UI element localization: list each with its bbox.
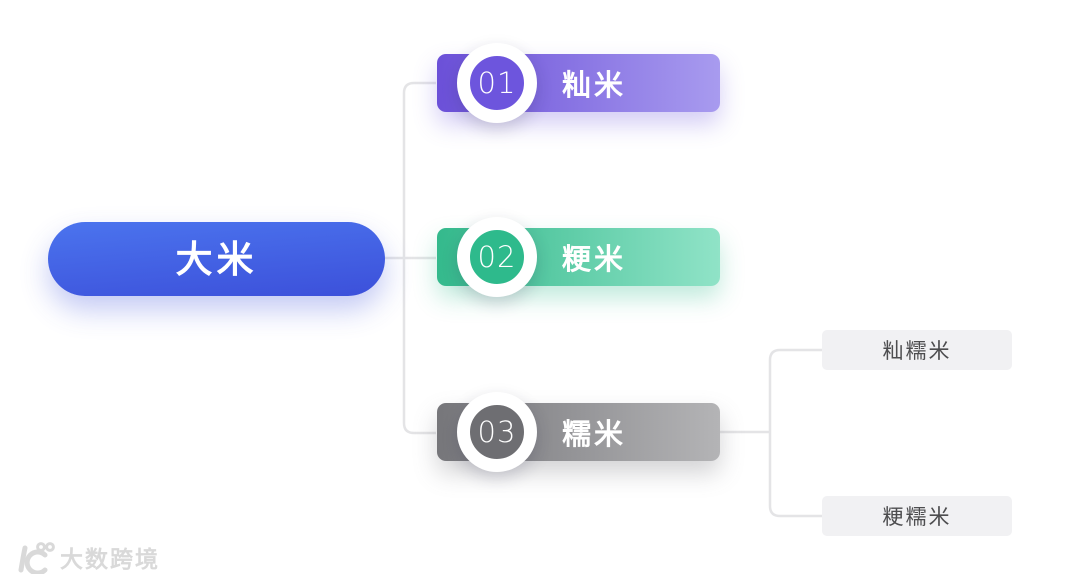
leaves-trunk-connector [768,348,822,518]
leaf-label: 籼糯米 [882,339,952,363]
branch-number-badge: 02 [457,217,537,297]
branch-number: 02 [477,239,517,274]
watermark: 大数跨境 [10,540,160,574]
root-node-dami: 大米 [48,222,385,296]
watermark-text: 大数跨境 [60,547,160,573]
leaf-node-jingnuomi: 粳糯米 [822,496,1012,536]
leaf-label: 粳糯米 [882,505,952,529]
branch-node-xianmi: 01 籼米 [437,43,720,123]
branch-number: 01 [477,65,517,100]
branch-number-badge: 03 [457,392,537,472]
branch-number-badge: 01 [457,43,537,123]
branch-number: 03 [477,414,517,449]
leaf-node-xiannuomi: 籼糯米 [822,330,1012,370]
branch-node-nuomi: 03 糯米 [437,392,720,472]
watermark-logo-icon [18,542,55,574]
branch-label: 粳米 [562,242,627,276]
branch-label: 糯米 [562,417,627,451]
root-node-label: 大米 [175,237,258,281]
branches-trunk-connector [402,81,436,435]
branch-node-jingmi: 02 粳米 [437,217,720,297]
branch-label: 籼米 [562,68,627,102]
